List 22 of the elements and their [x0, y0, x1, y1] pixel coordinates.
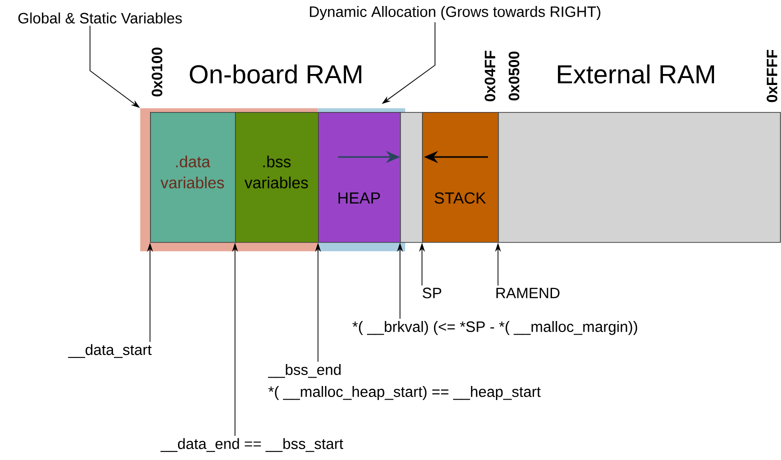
segment-label: HEAP: [338, 192, 380, 204]
pointer-label: __bss_end *( __malloc_heap_start) == __heap_start: [268, 364, 541, 400]
segment-label: .data variables: [160, 156, 224, 188]
memory-segment: [400, 112, 423, 243]
address-label: 0x0500: [508, 52, 520, 100]
pointer-label: RAMEND: [496, 288, 560, 298]
pointer-label: __data_start: [68, 344, 152, 358]
heading: On-board RAM: [190, 64, 362, 84]
memory-segment: [422, 112, 499, 243]
segment-label: STACK: [434, 192, 486, 204]
segment-label: .bss variables: [244, 156, 308, 188]
pointer-label: SP: [422, 288, 442, 298]
memory-segment: [235, 112, 319, 243]
pointer-label: *( __brkval) (<= *SP - *( __malloc_margin)): [352, 321, 638, 335]
pointer-label: __data_end == __bss_start: [160, 438, 344, 452]
memory-segment: [150, 112, 236, 243]
address-label: 0x04FF: [484, 50, 496, 102]
pointer-label: Global & Static Variables: [18, 12, 182, 24]
pointer-label: Dynamic Allocation (Grows towards RIGHT): [310, 6, 600, 20]
heading: External RAM: [558, 64, 714, 84]
memory-segment: [498, 112, 781, 243]
address-label: 0x0100: [152, 48, 162, 96]
